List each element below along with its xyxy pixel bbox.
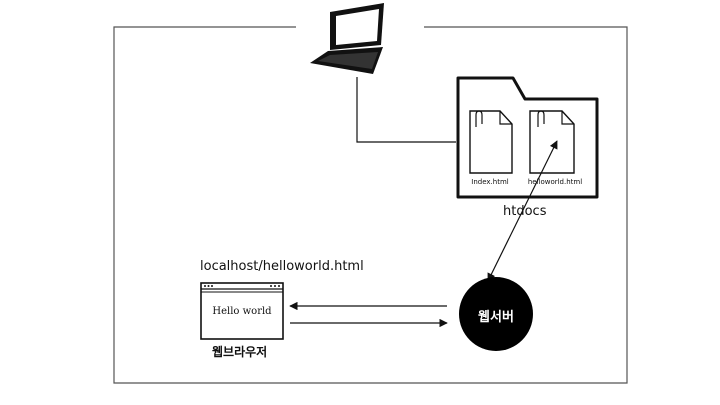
file-icon — [469, 110, 513, 174]
file-label-index: Index.html — [471, 178, 509, 186]
outer-frame — [113, 26, 628, 384]
browser-url-label: localhost/helloworld.html — [200, 259, 364, 274]
laptop-icon — [310, 3, 384, 74]
web-server-node — [459, 277, 533, 351]
browser-window-icon — [200, 282, 284, 340]
browser-content-text: Hello world — [212, 306, 272, 317]
file-icon — [529, 110, 575, 174]
folder-label: htdocs — [503, 204, 547, 219]
laptop-to-folder-line — [356, 77, 456, 143]
server-label: 웹서버 — [478, 310, 514, 325]
server-file-arrow — [487, 140, 558, 282]
browser-label: 웹브라우저 — [212, 345, 268, 359]
file-label-helloworld: helloworld.html — [527, 178, 583, 186]
